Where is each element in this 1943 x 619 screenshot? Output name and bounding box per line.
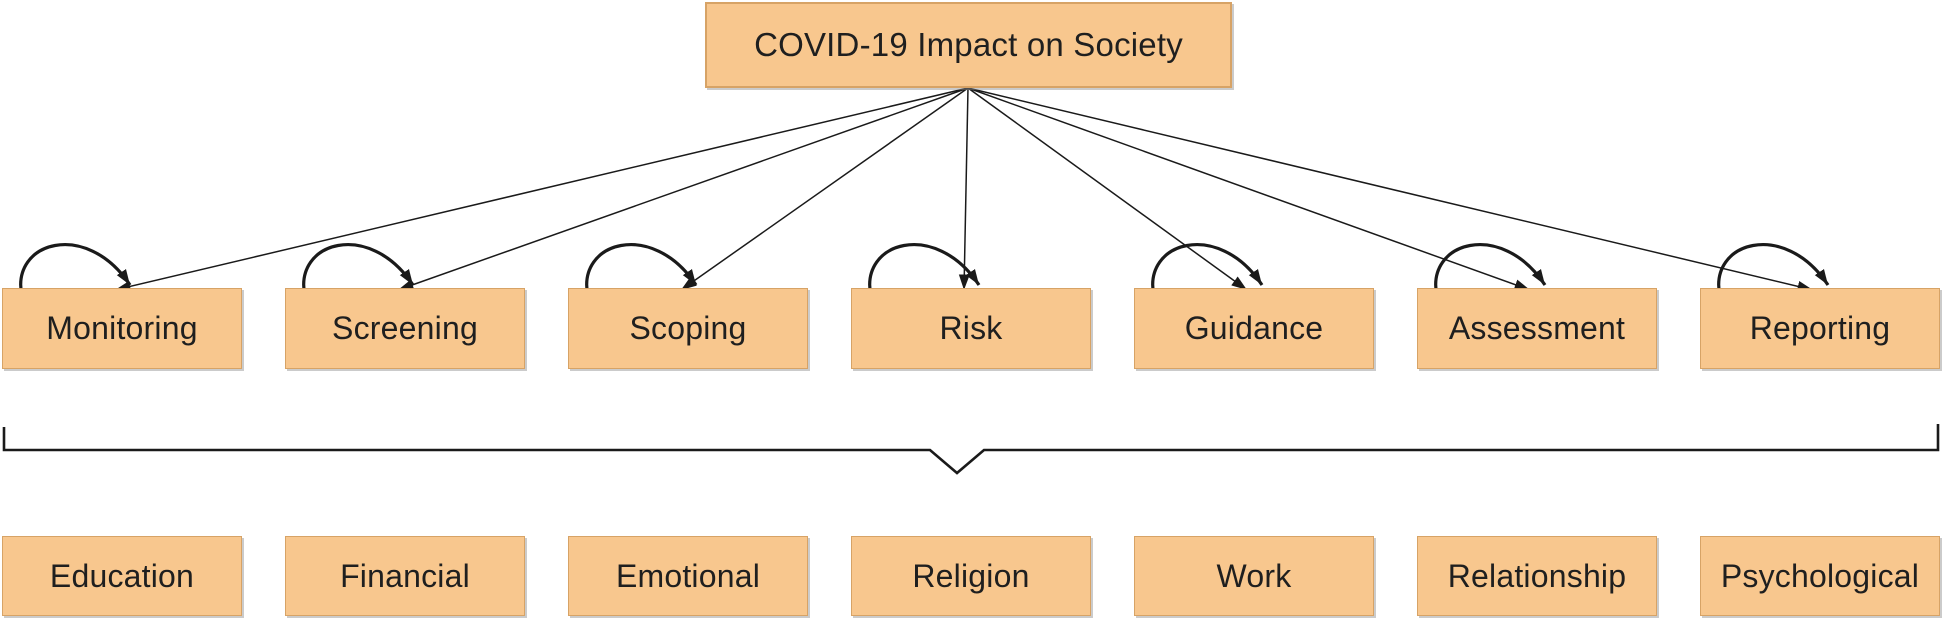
root-node-covid-19-impact-on-society: COVID-19 Impact on Society [705,2,1232,88]
impact-node-financial: Financial [285,536,525,616]
fan-arrow-screening [397,87,969,291]
impact-node-psychological: Psychological [1700,536,1940,616]
phase-node-guidance: Guidance [1134,288,1374,369]
phase-node-reporting: Reporting [1700,288,1940,369]
impact-node-emotional: Emotional [568,536,808,616]
fan-arrow-guidance [967,87,1248,291]
fan-arrow-monitoring [114,87,969,292]
fan-arrow-reporting [967,87,1814,292]
impact-node-education: Education [2,536,242,616]
phase-node-assessment: Assessment [1417,288,1657,369]
bracket-brace [2,424,1940,475]
fan-arrow-assessment [967,87,1531,291]
fan-arrow-scoping [680,87,969,291]
impact-node-work: Work [1134,536,1374,616]
impact-node-relationship: Relationship [1417,536,1657,616]
phase-node-screening: Screening [285,288,525,369]
phase-node-risk: Risk [851,288,1091,369]
impact-node-religion: Religion [851,536,1091,616]
phase-node-scoping: Scoping [568,288,808,369]
fan-arrow-risk [958,87,970,291]
phase-node-monitoring: Monitoring [2,288,242,369]
